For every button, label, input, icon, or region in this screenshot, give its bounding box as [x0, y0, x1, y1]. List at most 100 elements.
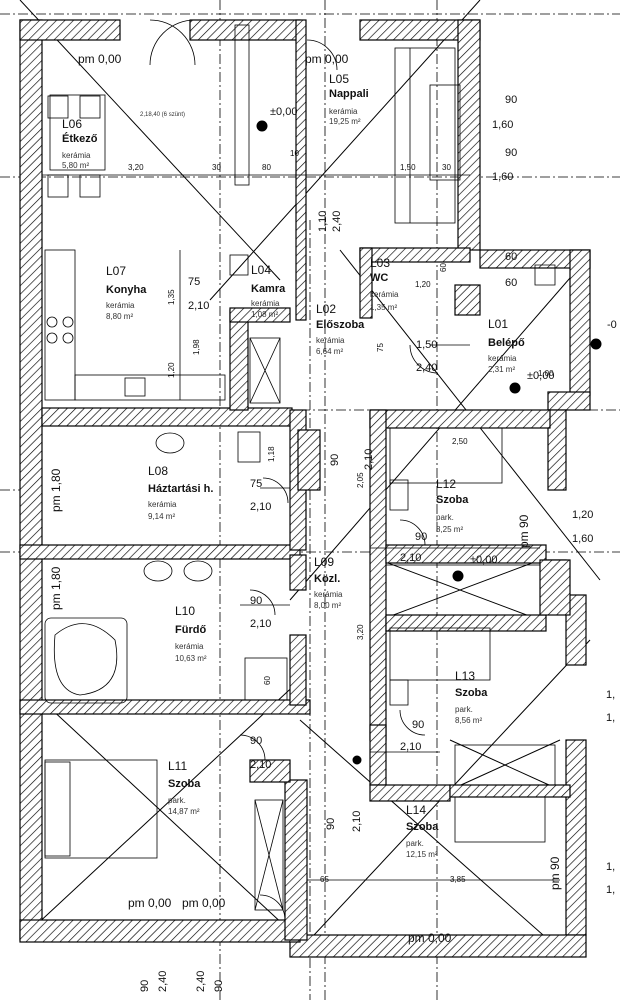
dimension-label: 1,50 — [416, 339, 438, 351]
room-name: Étkező — [62, 133, 98, 145]
dimension-label: 2,50 — [452, 437, 468, 446]
level-label: pm 0,00 — [408, 931, 452, 945]
room-material: park. — [436, 513, 454, 522]
room-name: Nappali — [329, 88, 369, 100]
room-name: Szoba — [406, 821, 439, 833]
room-name: Konyha — [106, 284, 147, 296]
room-material: park. — [455, 705, 473, 714]
room-material: kerámia — [62, 151, 91, 160]
dimension-label: 75 — [188, 276, 201, 288]
room-area: 12,15 m² — [406, 850, 438, 859]
dimension-label: 80 — [262, 163, 271, 172]
room-id: L03 — [370, 256, 391, 270]
room-id: L07 — [106, 264, 127, 278]
dimension-label: 1,35 — [167, 289, 176, 305]
dimension-lines — [42, 174, 560, 881]
dimension-label: 2,10 — [188, 300, 210, 312]
dimension-label: 90 — [250, 735, 263, 747]
room-id: L14 — [406, 803, 427, 817]
tiny-note: 2,18,40 (6 szünt) — [140, 112, 186, 118]
room-material: park. — [168, 796, 186, 805]
room-name: Fürdő — [175, 624, 207, 636]
dimension-label: 2,10 — [363, 448, 375, 470]
dimension-label: 2,10 — [400, 552, 422, 564]
level-label: pm 90 — [517, 514, 531, 548]
dimension-label: 1,60 — [492, 171, 514, 183]
dimension-label: 2,40 — [195, 970, 207, 992]
room-area: 2,31 m² — [488, 365, 516, 374]
dimension-label: 90 — [139, 979, 151, 992]
room-area: 14,87 m² — [168, 807, 200, 816]
walls — [19, 19, 591, 958]
room-area: 19,25 m² — [329, 117, 361, 126]
level-label: pm 1,80 — [49, 566, 63, 610]
room-name: Szoba — [455, 687, 488, 699]
dimension-label: 2,40 — [157, 970, 169, 992]
room-name: Előszoba — [316, 319, 365, 331]
room-area: 5,80 m² — [62, 161, 90, 170]
dimension-label: 2,40 — [331, 210, 343, 232]
dimension-label: 90 — [505, 94, 518, 106]
dimension-label: 1,20 — [415, 280, 431, 289]
dimension-label: 90 — [250, 595, 263, 607]
room-area: 8,25 m² — [436, 525, 464, 534]
dimension-label: 30 — [212, 163, 221, 172]
room-material: kerámia — [175, 642, 204, 651]
dimension-label: 1,20 — [167, 362, 176, 378]
room-id: L04 — [251, 263, 272, 277]
room-material: kerámia — [329, 107, 358, 116]
room-id: L11 — [168, 759, 188, 773]
dimension-label: 60 — [505, 251, 518, 263]
dimension-label: 1,10 — [317, 210, 329, 232]
dimension-label: 90 — [329, 453, 341, 466]
dimension-label: 1,98 — [192, 339, 201, 355]
dimension-label: 1,20 — [572, 509, 594, 521]
room-id: L10 — [175, 604, 196, 618]
room-area: 8,80 m² — [106, 312, 134, 321]
dimension-label: 1, — [606, 689, 616, 701]
dimension-label: 1, — [606, 712, 616, 724]
room-id: L08 — [148, 464, 169, 478]
dimension-label: 90 — [505, 147, 518, 159]
room-name: Szoba — [168, 778, 201, 790]
dimension-label: 1,60 — [572, 533, 594, 545]
level-label: ±0,00 — [470, 554, 498, 566]
room-id: L09 — [314, 555, 335, 569]
dimension-label: 3,85 — [450, 875, 466, 884]
dimension-label: 2,10 — [250, 501, 272, 513]
room-area: 9,14 m² — [148, 512, 176, 521]
level-label: pm 0,00 — [305, 52, 349, 66]
room-material: kerámia — [148, 500, 177, 509]
room-id: L05 — [329, 72, 350, 86]
dimension-label: 2,10 — [250, 618, 272, 630]
dimension-label: 75 — [376, 343, 385, 352]
level-label: pm 0,00 — [182, 896, 226, 910]
room-name: Belépő — [488, 337, 525, 349]
level-label: pm 1,80 — [49, 468, 63, 512]
room-material: kerámia — [106, 301, 135, 310]
level-label: pm 0,00 — [128, 896, 172, 910]
dimension-label: 1, — [606, 884, 616, 896]
dimension-label: 2,40 — [416, 362, 438, 374]
room-area: 1,35 m² — [370, 303, 398, 312]
dimension-label: 2,05 — [356, 472, 365, 488]
room-area: 6,64 m² — [316, 347, 344, 356]
level-label: pm 0,00 — [78, 52, 122, 66]
dimension-label: 90 — [325, 817, 337, 830]
dimension-label: 2,10 — [250, 759, 272, 771]
dimension-label: 2,10 — [400, 741, 422, 753]
room-name: Közl. — [314, 573, 341, 585]
dimension-label: 75 — [250, 478, 263, 490]
dimension-label: 1, — [606, 861, 616, 873]
level-label: ±0,00 — [270, 106, 298, 118]
dimension-label: 60 — [439, 263, 448, 272]
level-label: pm 90 — [548, 856, 562, 890]
dimension-label: 1,00 — [538, 369, 554, 378]
room-area: 8,00 m² — [314, 601, 342, 610]
dimension-label: 90 — [213, 979, 225, 992]
dimension-label: 30 — [442, 163, 451, 172]
dimension-label: 1,60 — [492, 119, 514, 131]
dimension-label: 3,20 — [356, 624, 365, 640]
